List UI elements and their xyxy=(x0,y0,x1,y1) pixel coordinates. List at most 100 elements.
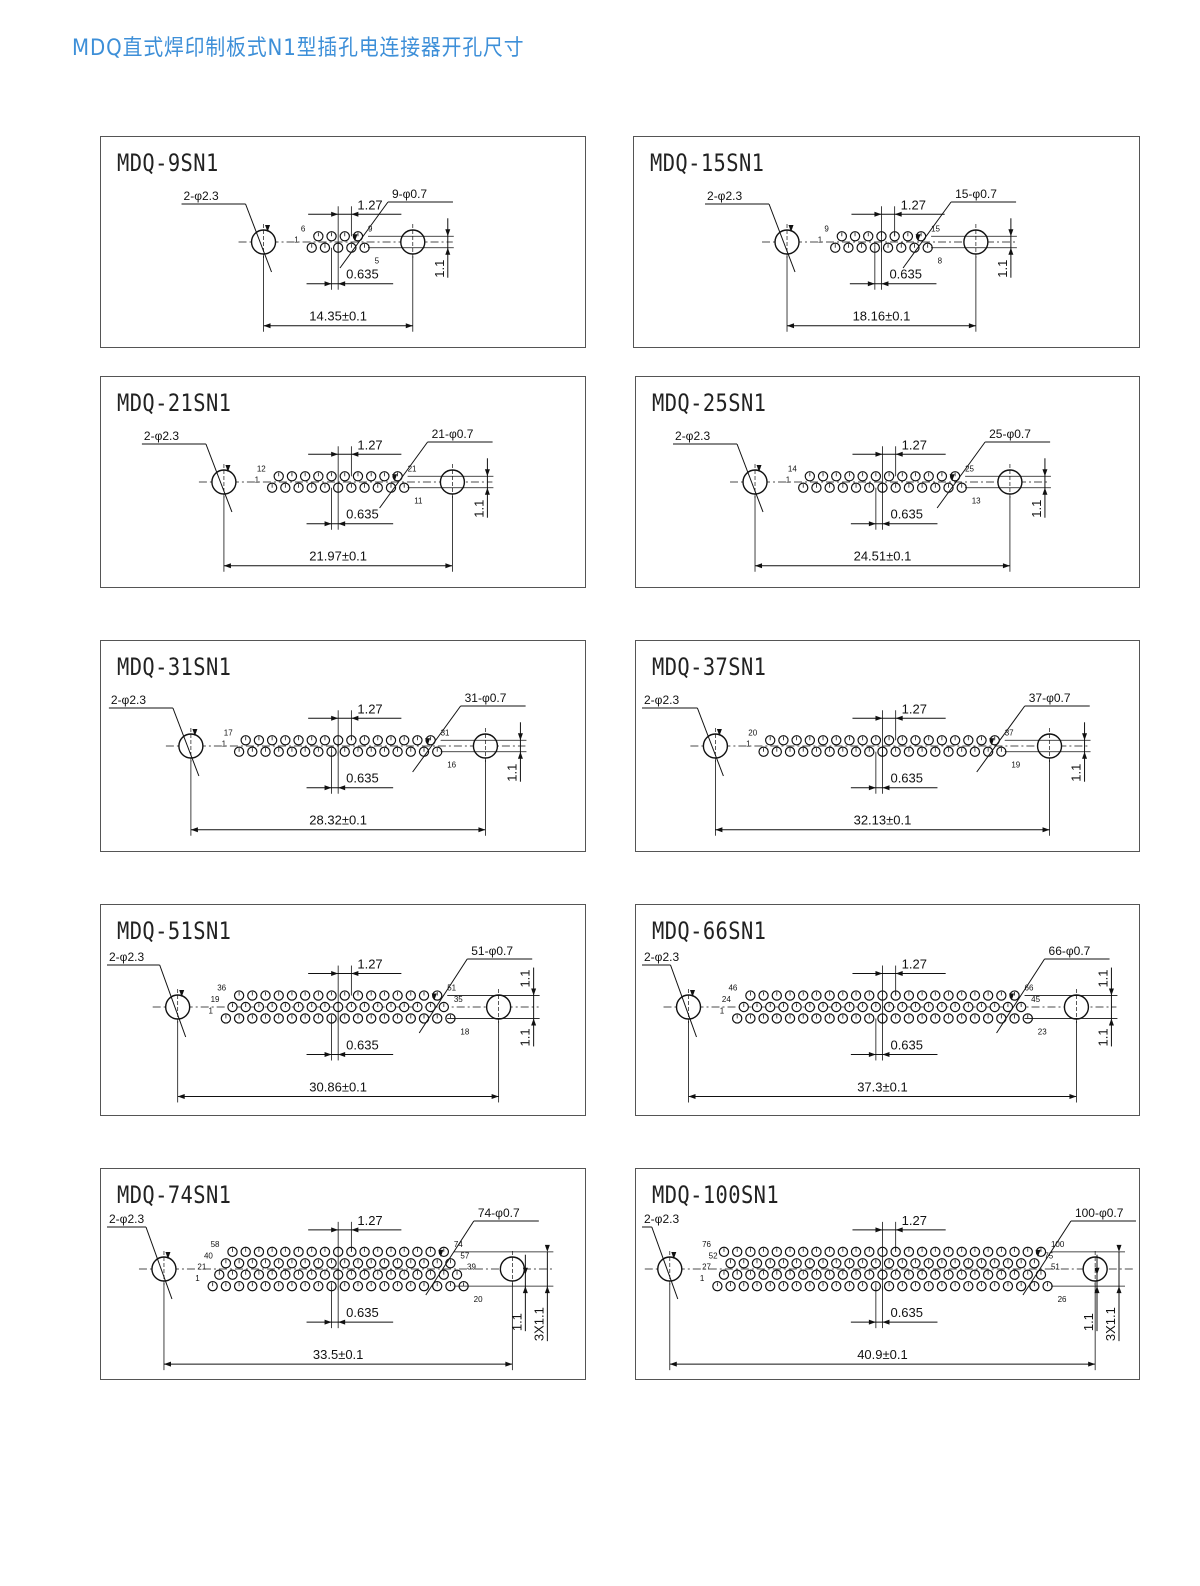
arrowhead-icon xyxy=(517,733,523,741)
pin-hole xyxy=(392,1280,403,1292)
pin-hole xyxy=(844,1258,855,1269)
arrowhead-icon xyxy=(478,827,486,833)
pin-hole xyxy=(1029,1280,1040,1292)
pin-number-end: 5 xyxy=(375,257,380,266)
overall-span-dimension: 33.5±0.1 xyxy=(313,1347,364,1362)
arrowhead-icon xyxy=(895,971,903,977)
arrowhead-icon xyxy=(223,563,231,569)
pin-hole xyxy=(385,735,397,746)
pin-hole-label: 74-φ0.7 xyxy=(478,1206,520,1220)
pin-hole xyxy=(253,735,265,746)
arrowhead-icon xyxy=(324,521,332,527)
pin-number-end: 11 xyxy=(414,497,423,506)
pitch-dimension: 1.27 xyxy=(902,1213,927,1228)
pin-hole xyxy=(233,1258,245,1269)
pin-hole-label: 25-φ0.7 xyxy=(989,427,1031,441)
arrowhead-icon xyxy=(756,465,762,472)
pin-hole xyxy=(817,735,829,746)
arrowhead-icon xyxy=(1002,563,1010,569)
pin-hole xyxy=(273,1280,284,1292)
pitch-dimension: 1.27 xyxy=(901,197,926,212)
leader-line xyxy=(936,441,986,509)
pin-hole xyxy=(778,1280,789,1292)
pin-hole xyxy=(1015,1258,1027,1269)
panel-title: MDQ-15SN1 xyxy=(650,149,765,177)
arrowhead-icon xyxy=(324,281,332,287)
pin-hole xyxy=(817,1258,829,1269)
overall-span-dimension: 28.32±0.1 xyxy=(309,813,367,828)
arrowhead-icon xyxy=(438,1249,444,1257)
pitch-dimension: 1.27 xyxy=(357,437,382,452)
arrowhead-icon xyxy=(1069,1093,1077,1099)
arrowhead-icon xyxy=(163,1361,171,1367)
pin-hole xyxy=(870,1258,882,1269)
leader-line xyxy=(145,1226,173,1300)
cutout-drawing: 1202139405758742-φ2.374-φ0.71.270.63533.… xyxy=(107,1206,554,1371)
pin-hole xyxy=(897,1258,908,1269)
leader-line xyxy=(412,705,462,773)
arrowhead-icon xyxy=(949,474,955,482)
overall-span-dimension: 32.13±0.1 xyxy=(854,813,912,828)
pin-hole xyxy=(220,1280,232,1292)
pin-hole xyxy=(299,746,311,757)
overall-span-dimension: 14.35±0.1 xyxy=(309,309,367,324)
half-pitch-dimension: 0.635 xyxy=(890,1305,923,1320)
arrowhead-icon xyxy=(351,715,359,721)
arrowhead-icon xyxy=(331,715,339,721)
pin-hole xyxy=(817,1280,829,1292)
pin-number-start: 1 xyxy=(208,1006,213,1015)
pin-hole xyxy=(326,1258,337,1269)
mount-hole-label: 2-φ2.3 xyxy=(109,1212,144,1226)
pin-hole xyxy=(883,1280,895,1292)
arrowhead-icon xyxy=(544,1244,550,1252)
pin-number-start: 46 xyxy=(728,984,737,993)
arrowhead-icon xyxy=(331,1227,339,1233)
arrowhead-icon xyxy=(331,211,339,217)
overall-span-dimension: 21.97±0.1 xyxy=(309,549,367,564)
pin-number-start: 58 xyxy=(211,1240,220,1249)
pin-number-end: 35 xyxy=(454,995,463,1004)
leader-line xyxy=(902,201,952,269)
arrowhead-icon xyxy=(1108,1018,1114,1026)
arrowhead-icon xyxy=(484,487,490,495)
pin-number-start: 6 xyxy=(301,224,306,233)
pitch-dimension: 1.27 xyxy=(357,197,382,212)
pitch-dimension: 1.27 xyxy=(902,957,927,972)
pin-hole xyxy=(432,1258,443,1269)
pin-hole xyxy=(313,1280,324,1292)
pin-hole xyxy=(890,746,901,757)
arrowhead-icon xyxy=(968,323,976,329)
row-pitch-dimension: 1.1 xyxy=(1095,1028,1110,1046)
pin-hole xyxy=(791,1280,802,1292)
leader-line xyxy=(418,958,468,1034)
half-pitch-dimension: 0.635 xyxy=(346,1037,379,1052)
arrowhead-icon xyxy=(265,225,271,232)
arrowhead-icon xyxy=(1108,988,1114,996)
pin-hole xyxy=(765,735,776,746)
leader-line xyxy=(976,705,1026,773)
pin-number-end: 37 xyxy=(1005,728,1014,737)
pin-hole-label: 9-φ0.7 xyxy=(392,187,427,201)
arrowhead-icon xyxy=(669,1361,677,1367)
arrowhead-icon xyxy=(405,323,413,329)
leader-line xyxy=(159,964,187,1038)
half-pitch-dimension: 0.635 xyxy=(889,267,922,282)
pin-number-start: 40 xyxy=(204,1251,213,1260)
row-pitch-dimension: 1.1 xyxy=(1095,969,1110,987)
drawing-panel: MDQ-74SN11202139405758742-φ2.374-φ0.71.2… xyxy=(100,1168,586,1380)
pitch-dimension: 1.27 xyxy=(357,701,382,716)
half-pitch-dimension: 0.635 xyxy=(890,1037,923,1052)
pin-hole-label: 37-φ0.7 xyxy=(1029,691,1071,705)
pin-hole xyxy=(339,1280,350,1292)
arrowhead-icon xyxy=(882,1051,890,1057)
pitch-dimension: 1.27 xyxy=(902,437,927,452)
total-row-span-dimension: 3X1.1 xyxy=(531,1307,546,1341)
pin-hole xyxy=(260,746,271,757)
half-pitch-dimension: 0.635 xyxy=(346,507,379,522)
pin-number-start: 1 xyxy=(255,476,260,485)
arrowhead-icon xyxy=(1008,247,1014,255)
